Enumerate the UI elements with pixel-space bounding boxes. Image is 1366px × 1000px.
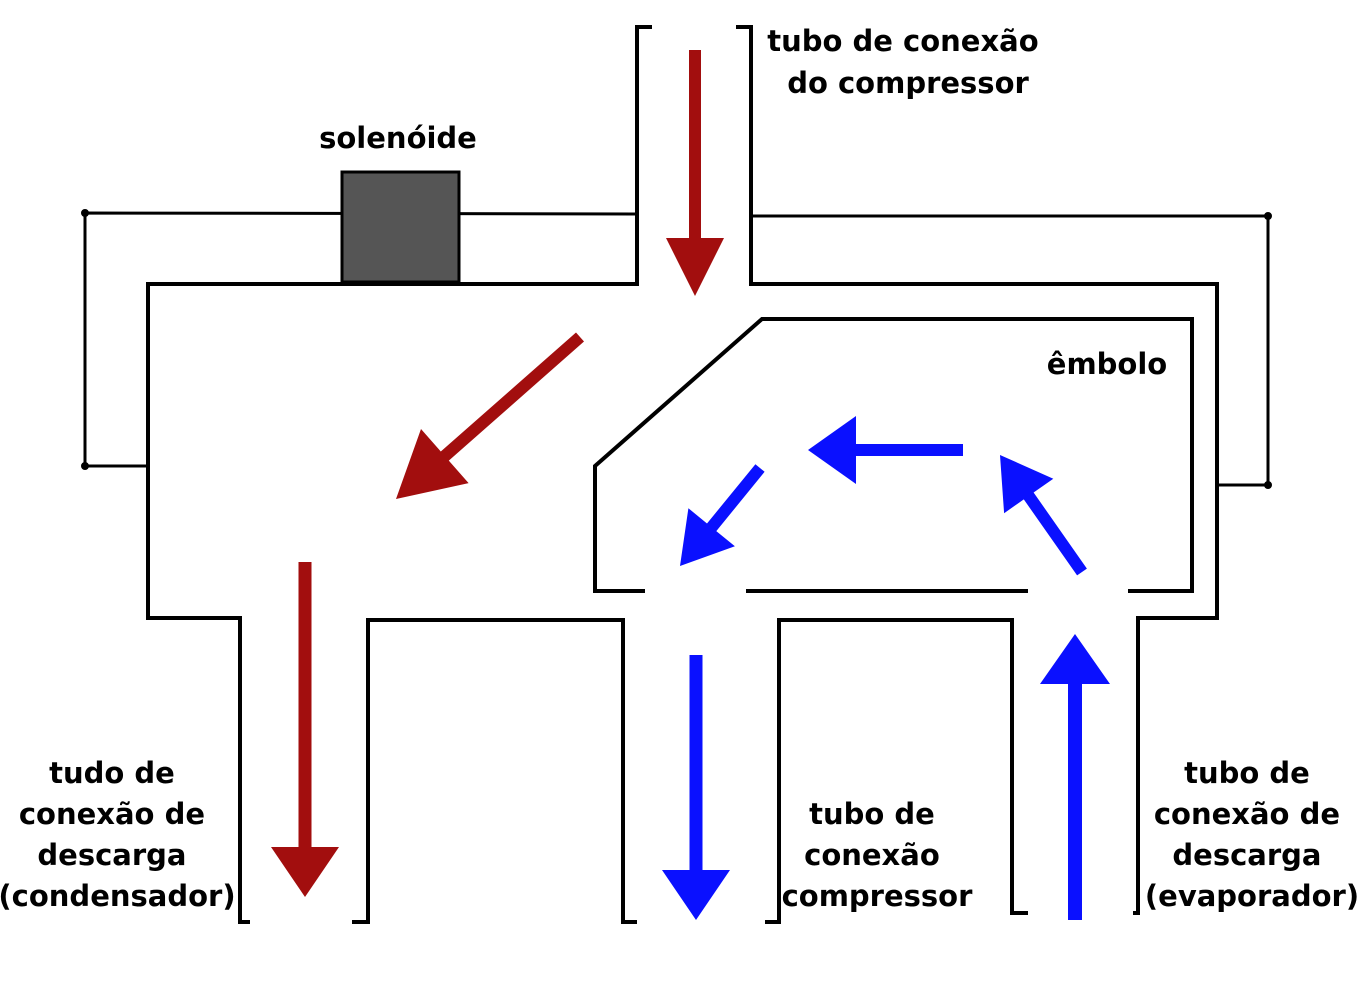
condenser-down-arrow	[271, 562, 339, 897]
inlet-down-arrow	[666, 50, 724, 296]
chamber-diagonal-arrow	[396, 332, 584, 499]
piston-label: êmbolo	[1047, 347, 1167, 381]
piston-left-outline	[593, 317, 1194, 593]
evaporator-up-arrow	[1040, 634, 1110, 920]
pilot-joint	[81, 462, 89, 470]
piston-left-arrow	[808, 416, 963, 484]
right-pilot-line	[752, 214, 1270, 487]
condenser-tube-right	[352, 618, 637, 924]
pilot-joint	[1264, 481, 1272, 489]
compressor-suction-label: tubo de conexão compressor	[782, 797, 974, 913]
solenoid-coil	[340, 170, 461, 284]
discharge-condenser-label: tudo de conexão de descarga (condensador…	[0, 756, 236, 913]
compressor-inlet-label: tubo de conexão do compressor	[767, 24, 1049, 100]
piston-down-left-arrow	[680, 464, 765, 566]
solenoid-label: solenóide	[319, 121, 477, 155]
suction-down-arrow	[662, 655, 730, 920]
valve-body	[146, 25, 1219, 924]
suction-tube-right	[765, 618, 1028, 924]
pilot-joint	[1264, 212, 1272, 220]
discharge-evaporator-label: tubo de conexão de descarga (evaporador)	[1145, 756, 1359, 913]
compressor-inlet-tube-left	[146, 25, 652, 924]
piston-up-left-arrow	[1000, 455, 1087, 576]
piston	[593, 317, 1194, 593]
flow-arrows	[271, 50, 1110, 920]
pilot-joint	[81, 209, 89, 217]
compressor-inlet-tube-right	[736, 25, 1219, 915]
